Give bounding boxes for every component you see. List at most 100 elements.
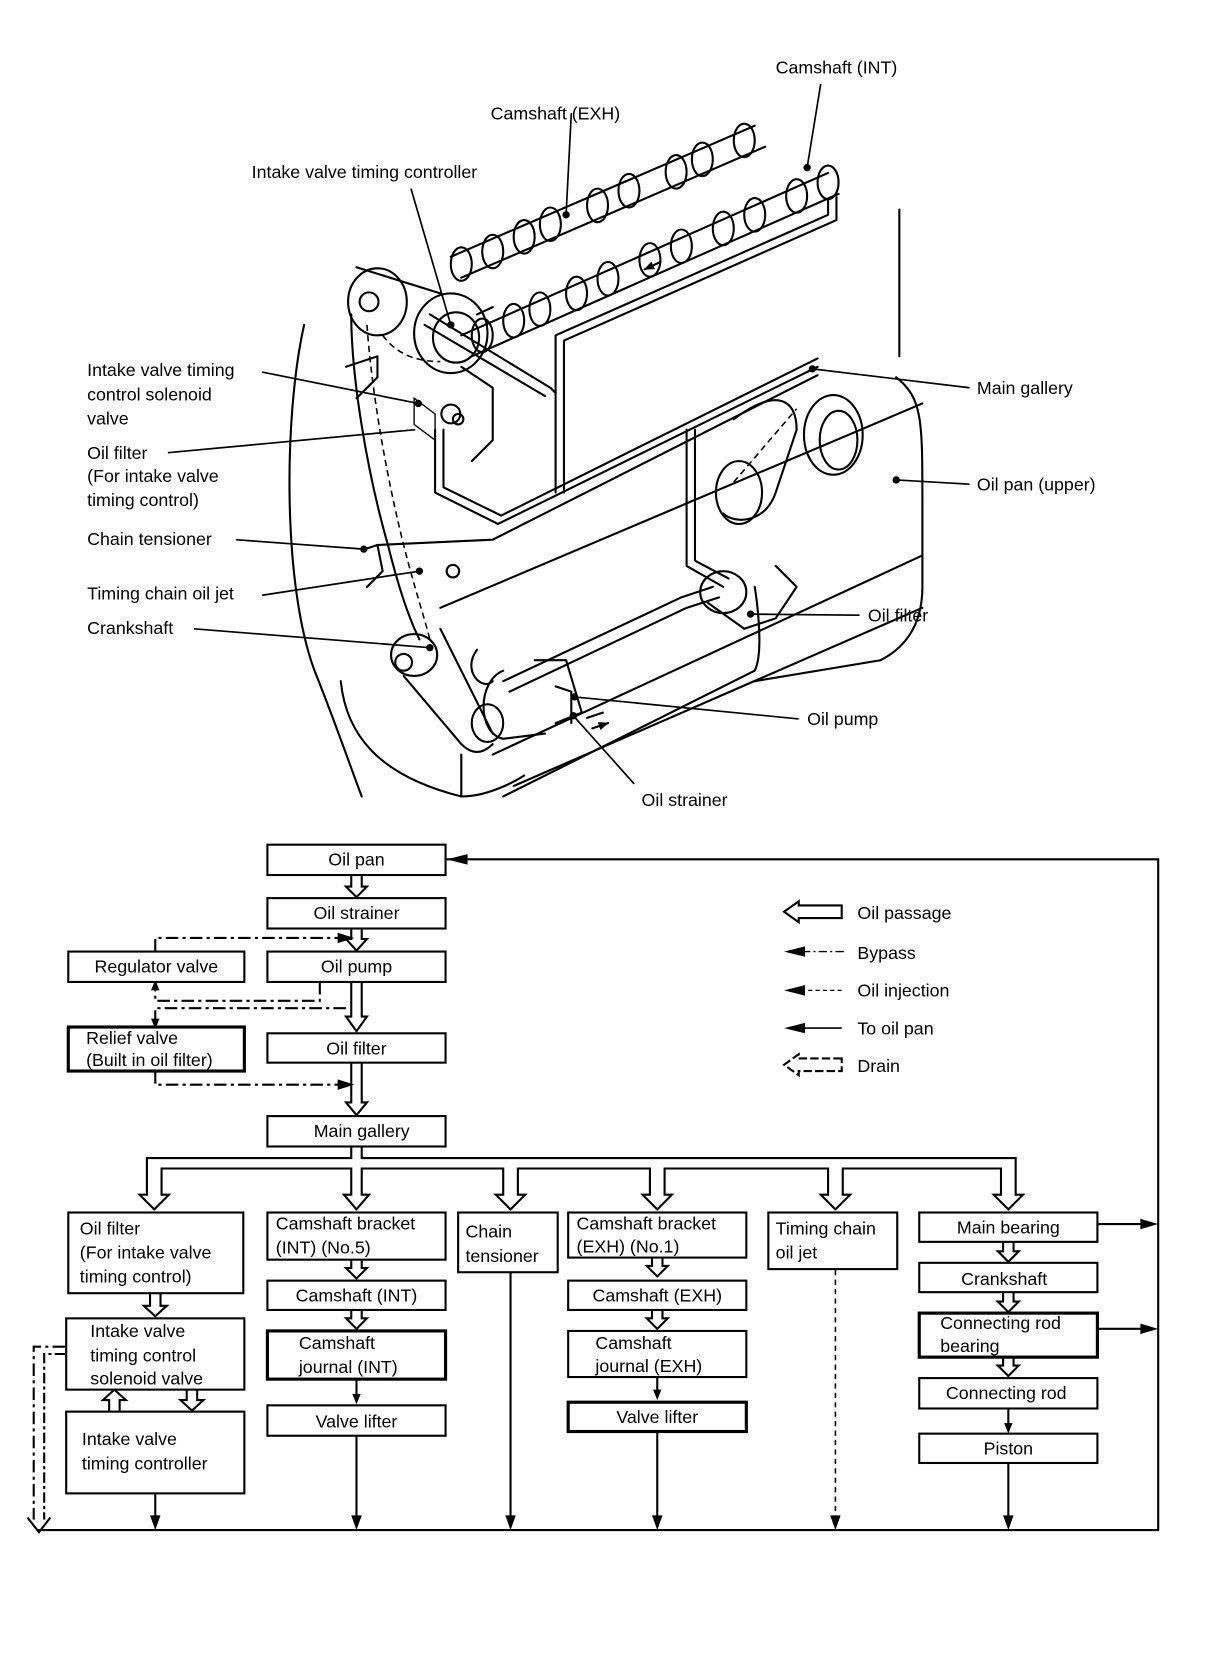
drain-line-solenoid-2 — [43, 1352, 66, 1520]
svg-text:Drain: Drain — [857, 1056, 900, 1076]
arrowhead-icon — [337, 932, 355, 944]
label-ivt-solenoid-1: Intake valve timing — [87, 360, 234, 380]
svg-text:journal (INT): journal (INT) — [298, 1357, 398, 1377]
legend: Oil passage Bypass Oil injection To oil … — [782, 899, 952, 1078]
bypass-to-relief — [154, 1007, 347, 1025]
label-camshaft-exh: Camshaft (EXH) — [491, 103, 621, 123]
box-ivt-controller: Intake valve timing controller — [65, 1410, 246, 1495]
box-camshaft-int: Camshaft (INT) — [266, 1279, 447, 1312]
svg-text:Camshaft (INT): Camshaft (INT) — [296, 1286, 418, 1306]
svg-text:Camshaft: Camshaft — [595, 1333, 671, 1353]
svg-text:(INT) (No.5): (INT) (No.5) — [276, 1237, 371, 1257]
legend-item-to-oil-pan: To oil pan — [784, 1018, 934, 1038]
box-valve-lifter-int: Valve lifter — [266, 1404, 447, 1437]
box-camshaft-journal-exh: Camshaft journal (EXH) — [567, 1329, 748, 1379]
box-valve-lifter-exh: Valve lifter — [566, 1400, 748, 1434]
box-oil-pump: Oil pump — [266, 950, 447, 984]
svg-text:Camshaft bracket: Camshaft bracket — [276, 1213, 416, 1233]
svg-text:Bypass: Bypass — [857, 943, 915, 963]
svg-text:timing control): timing control) — [80, 1267, 192, 1287]
box-connecting-rod: Connecting rod — [918, 1377, 1099, 1410]
label-crankshaft: Crankshaft — [87, 618, 173, 638]
box-crankshaft: Crankshaft — [918, 1261, 1099, 1294]
block-outline-left — [288, 323, 363, 798]
label-oil-filter-ivt-2: (For intake valve — [87, 466, 219, 486]
svg-text:Oil strainer: Oil strainer — [313, 903, 399, 923]
svg-text:solenoid valve: solenoid valve — [90, 1368, 203, 1388]
svg-text:Oil filter: Oil filter — [326, 1038, 386, 1058]
label-ivt-solenoid-2: control solenoid — [87, 384, 212, 404]
dashed-hollow-arrow-icon — [782, 1052, 843, 1078]
drain-line-solenoid-1 — [32, 1345, 66, 1520]
oil-pump-drawing — [482, 659, 608, 740]
bypass-regulator-in — [154, 936, 347, 952]
box-oil-strainer: Oil strainer — [266, 897, 447, 930]
camshaft-int-drawing — [460, 164, 840, 358]
svg-text:To oil pan: To oil pan — [857, 1018, 933, 1038]
engine-illustration: Camshaft (INT) Camshaft (EXH) Intake val… — [87, 57, 1095, 810]
svg-text:(EXH) (No.1): (EXH) (No.1) — [577, 1236, 680, 1256]
label-ivt-controller: Intake valve timing controller — [252, 162, 478, 182]
box-main-bearing: Main bearing — [918, 1211, 1099, 1243]
arrowhead-icon — [784, 946, 806, 957]
svg-text:timing control: timing control — [90, 1345, 196, 1365]
arrowhead-icon — [151, 1018, 160, 1030]
leader-lines — [167, 83, 970, 785]
to-oil-pan-lines — [154, 1222, 1148, 1522]
svg-text:Regulator valve: Regulator valve — [94, 957, 218, 977]
label-camshaft-int: Camshaft (INT) — [776, 57, 898, 77]
label-ivt-solenoid-3: valve — [87, 408, 129, 428]
svg-text:Valve lifter: Valve lifter — [616, 1407, 698, 1427]
svg-text:timing controller: timing controller — [82, 1453, 208, 1473]
label-main-gallery: Main gallery — [977, 378, 1073, 398]
block-outline-bottom2 — [460, 774, 526, 798]
svg-text:Oil pan: Oil pan — [328, 850, 384, 870]
svg-text:Timing chain: Timing chain — [776, 1219, 876, 1239]
box-oil-filter: Oil filter — [266, 1032, 447, 1064]
svg-text:Intake valve: Intake valve — [82, 1429, 177, 1449]
svg-text:Valve lifter: Valve lifter — [316, 1411, 398, 1431]
svg-text:Oil passage: Oil passage — [857, 903, 951, 923]
svg-text:(Built in oil filter): (Built in oil filter) — [86, 1050, 213, 1070]
body-line-1 — [439, 402, 924, 609]
svg-text:tensioner: tensioner — [465, 1246, 538, 1266]
body-line-2 — [491, 554, 924, 756]
svg-text:journal (EXH): journal (EXH) — [594, 1356, 702, 1376]
return-to-oil-pan-line — [36, 858, 1160, 1532]
arrowheads — [150, 1218, 1159, 1531]
svg-text:Connecting rod: Connecting rod — [940, 1313, 1061, 1333]
svg-text:Chain: Chain — [465, 1222, 512, 1242]
svg-text:Camshaft: Camshaft — [299, 1333, 375, 1353]
svg-text:Oil pump: Oil pump — [321, 957, 392, 977]
svg-text:Relief valve: Relief valve — [86, 1028, 178, 1048]
svg-text:Connecting rod: Connecting rod — [946, 1383, 1067, 1403]
label-oil-strainer: Oil strainer — [642, 790, 728, 810]
arrowhead-icon — [784, 1022, 806, 1034]
bypass-relief-out — [154, 1071, 347, 1086]
svg-text:(For intake valve: (For intake valve — [80, 1243, 212, 1263]
arrowhead-icon — [151, 979, 160, 991]
svg-text:Crankshaft: Crankshaft — [961, 1269, 1047, 1289]
hollow-arrows — [100, 876, 1026, 1412]
svg-text:Main bearing: Main bearing — [957, 1217, 1060, 1237]
legend-item-bypass: Bypass — [784, 943, 916, 963]
oil-pan-edge — [460, 585, 761, 798]
box-camshaft-bracket-exh: Camshaft bracket (EXH) (No.1) — [567, 1211, 748, 1259]
legend-item-oil-passage: Oil passage — [782, 899, 952, 925]
label-oil-filter-ivt-1: Oil filter — [87, 443, 147, 463]
svg-text:Oil filter: Oil filter — [80, 1219, 140, 1239]
svg-text:Camshaft bracket: Camshaft bracket — [577, 1213, 717, 1233]
box-chain-tensioner: Chain tensioner — [457, 1211, 559, 1274]
svg-text:bearing: bearing — [940, 1336, 999, 1356]
label-oil-filter-ivt-3: timing control) — [87, 490, 199, 510]
box-conrod-bearing: Connecting rod bearing — [917, 1311, 1099, 1359]
label-chain-tensioner: Chain tensioner — [87, 529, 212, 549]
box-relief-valve: Relief valve (Built in oil filter) — [66, 1025, 246, 1073]
label-oil-pan-upper: Oil pan (upper) — [977, 474, 1096, 494]
label-oil-pump: Oil pump — [807, 709, 878, 729]
svg-text:Piston: Piston — [984, 1439, 1033, 1459]
camshaft-exh-drawing — [449, 122, 767, 282]
hollow-arrow-icon — [782, 899, 843, 925]
box-oil-filter-ivt: Oil filter (For intake valve timing cont… — [67, 1211, 245, 1295]
legend-item-drain: Drain — [782, 1052, 900, 1078]
